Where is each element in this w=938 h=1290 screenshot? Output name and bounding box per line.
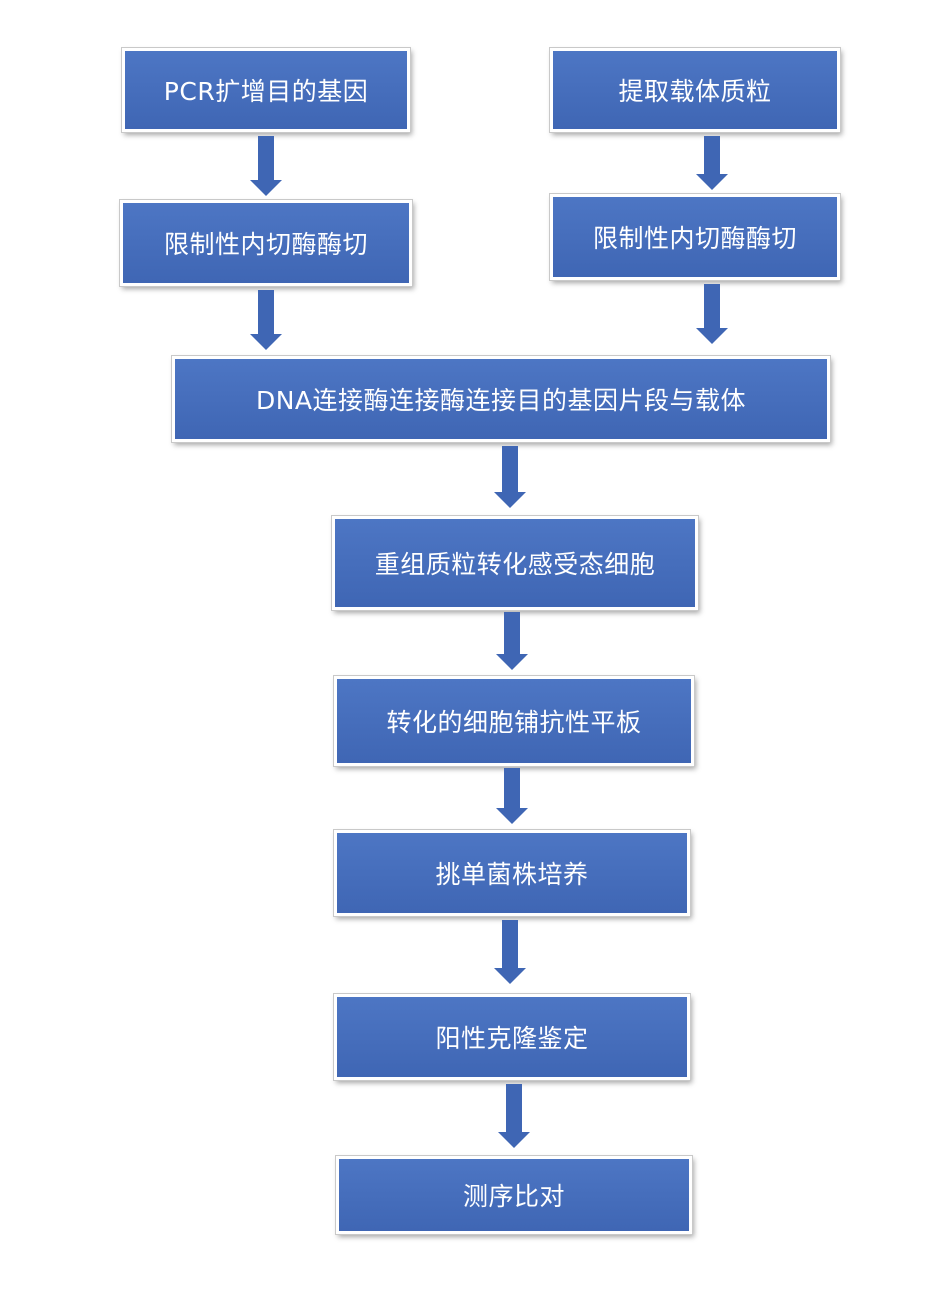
arrow-down-icon [494,920,526,986]
step-colony-culture: 挑单菌株培养 [333,829,691,917]
step-transformation: 重组质粒转化感受态细胞 [331,515,699,611]
arrow-down-icon [250,136,282,198]
arrow-down-icon [696,136,728,192]
arrow-down-icon [250,290,282,352]
arrow-down-icon [494,446,526,510]
step-extract-vector: 提取载体质粒 [549,47,841,133]
step-plating: 转化的细胞铺抗性平板 [333,675,695,767]
step-positive-clone: 阳性克隆鉴定 [333,993,691,1081]
arrow-down-icon [496,612,528,672]
step-pcr-amplify: PCR扩增目的基因 [121,47,411,133]
arrow-down-icon [498,1084,530,1150]
step-digest-gene: 限制性内切酶酶切 [119,199,413,287]
arrow-down-icon [696,284,728,346]
arrow-down-icon [496,768,528,826]
step-ligation: DNA连接酶连接酶连接目的基因片段与载体 [171,355,831,443]
step-digest-vector: 限制性内切酶酶切 [549,193,841,281]
step-sequencing: 测序比对 [335,1155,693,1235]
